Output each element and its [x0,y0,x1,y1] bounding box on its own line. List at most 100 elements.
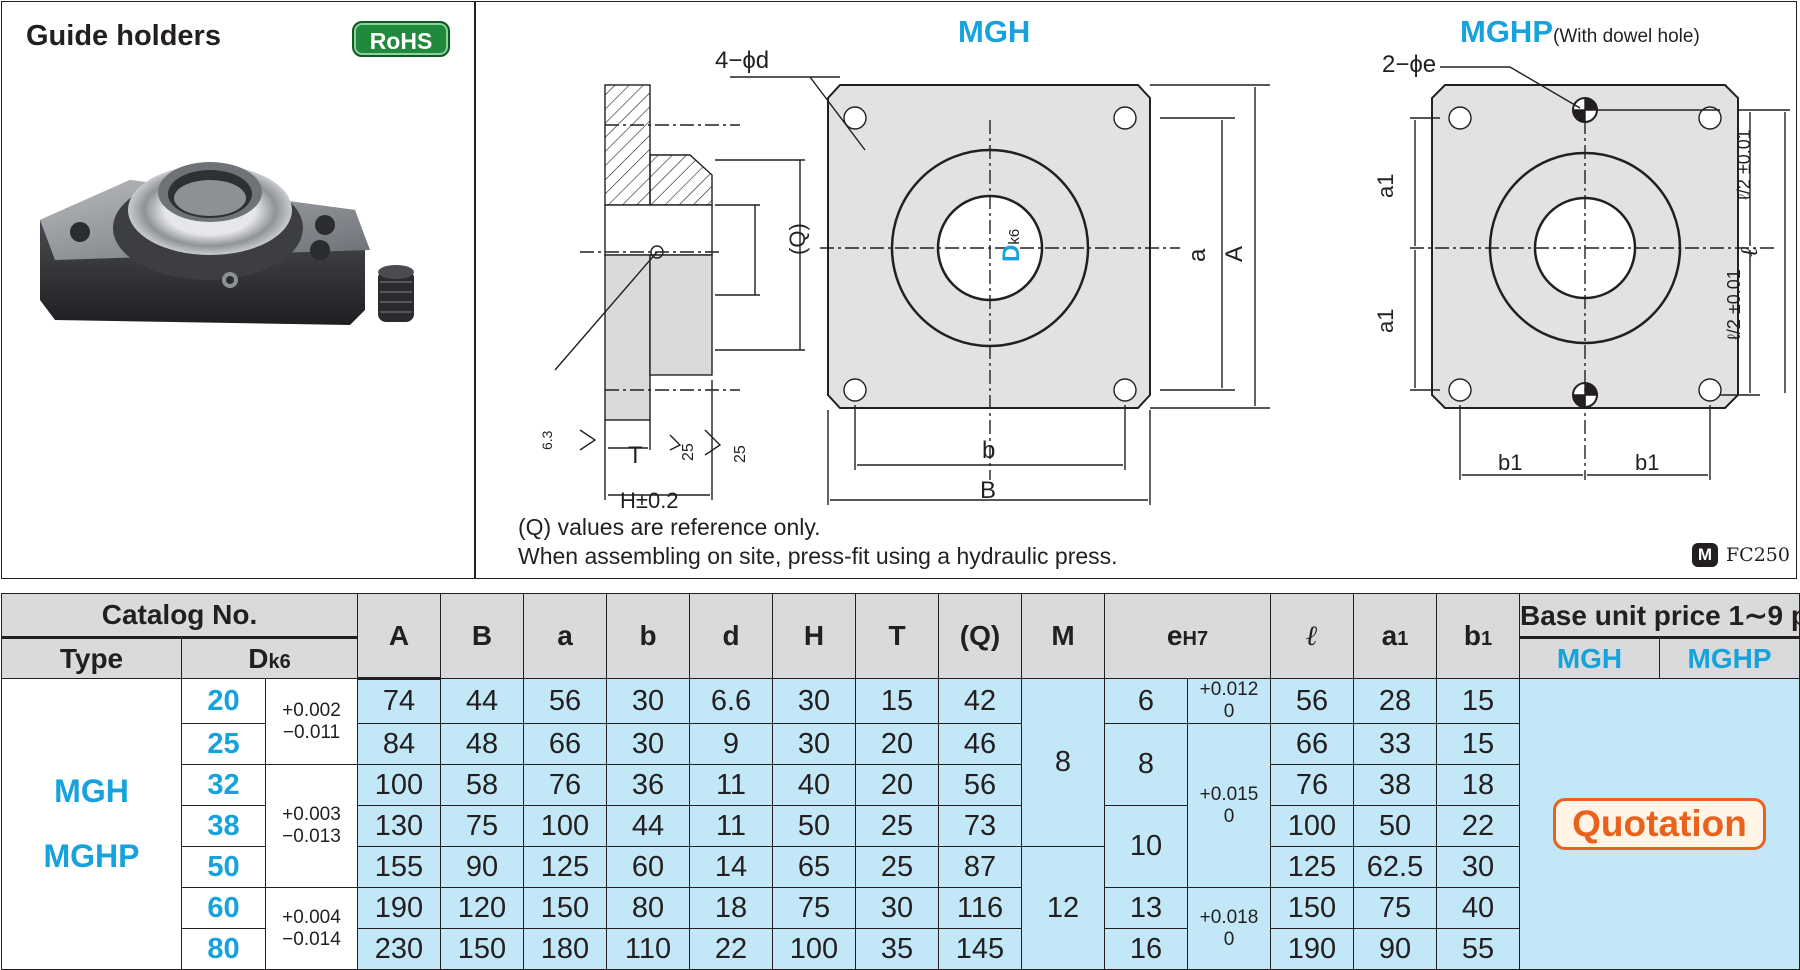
type-mgh: MGH [54,773,129,809]
size-D: 32 [181,764,266,806]
cell-a: 76 [523,764,607,806]
cell-B: 120 [440,887,524,929]
cell-e: 8 [1104,723,1188,806]
svg-text:6.3: 6.3 [539,430,555,450]
cell-b: 110 [606,928,690,970]
spec-panel-frame [1,1,1797,579]
svg-text:4−ϕd: 4−ϕd [715,47,769,74]
cell-a1: 62.5 [1353,846,1437,888]
cell-b: 30 [606,678,690,724]
cell-b1: 30 [1436,846,1520,888]
page-title: Guide holders [26,20,221,52]
cell-Q: 42 [938,678,1022,724]
header-d: d [689,593,773,679]
header-a: a [523,593,607,679]
cell-l: 150 [1270,887,1354,929]
material-name: FC250 [1726,544,1790,566]
cell-H: 30 [772,723,856,765]
cell-a: 56 [523,678,607,724]
product-photo [40,162,414,325]
svg-text:25: 25 [732,445,749,463]
cell-B: 58 [440,764,524,806]
quotation-button[interactable]: Quotation [1553,798,1766,850]
cell-b1: 15 [1436,723,1520,765]
cell-a: 180 [523,928,607,970]
material-badge: M [1692,543,1718,567]
svg-text:ℓ/2 ±0.01: ℓ/2 ±0.01 [1724,269,1744,340]
header-Q: (Q) [938,593,1022,679]
cell-a: 100 [523,805,607,847]
cell-A: 130 [357,805,441,847]
cell-e: 13 [1104,887,1188,929]
cell-l: 100 [1270,805,1354,847]
d-tolerance: +0.002−0.011 [265,678,358,765]
d-tolerance: +0.003−0.013 [265,764,358,888]
cell-B: 90 [440,846,524,888]
cell-b: 44 [606,805,690,847]
svg-text:b1: b1 [1498,450,1522,475]
cell-d: 22 [689,928,773,970]
svg-text:ℓ: ℓ [1735,247,1763,257]
header-b1: b1 [1436,593,1520,679]
header-H: H [772,593,856,679]
header-dk6: Dk6 [181,637,358,679]
cell-b: 60 [606,846,690,888]
size-D: 80 [181,928,266,970]
panel-divider [474,1,476,579]
cell-H: 50 [772,805,856,847]
header-M: M [1021,593,1105,679]
cell-A: 155 [357,846,441,888]
cell-b1: 55 [1436,928,1520,970]
cell-H: 30 [772,678,856,724]
cell-b: 80 [606,887,690,929]
cell-b1: 15 [1436,678,1520,724]
svg-text:MGHP(With dowel hole): MGHP(With dowel hole) [1460,14,1700,49]
cell-T: 20 [855,764,939,806]
cell-e: 6 [1104,678,1188,724]
svg-text:T: T [628,442,643,469]
size-D: 25 [181,723,266,765]
table-row: 80 230 150 180 110 22 100 35 145 16 190 … [2,928,1800,970]
cell-b1: 22 [1436,805,1520,847]
cell-B: 150 [440,928,524,970]
header-price-mgh: MGH [1519,637,1660,679]
cell-a1: 33 [1353,723,1437,765]
cell-T: 25 [855,846,939,888]
cell-b: 30 [606,723,690,765]
table-row: 60 +0.004−0.014 190 120 150 80 18 75 30 … [2,887,1800,970]
cell-A: 100 [357,764,441,806]
cell-l: 66 [1270,723,1354,765]
assembly-note: When assembling on site, press-fit using… [518,543,1118,569]
cell-d: 6.6 [689,678,773,724]
header-eH7: eH7 [1104,593,1271,679]
table-row: MGH MGHP 20 +0.002−0.011 74 44 56 30 6.6… [1,678,1800,970]
price-cell: Quotation [1518,678,1800,970]
size-D: 50 [181,846,266,888]
svg-text:b: b [982,437,995,464]
cell-b1: 18 [1436,764,1520,806]
svg-text:H±0.2: H±0.2 [620,488,679,513]
header-b: b [606,593,690,679]
svg-text:2−ϕe: 2−ϕe [1382,51,1436,78]
cell-H: 40 [772,764,856,806]
size-D: 60 [181,887,266,929]
cell-M: 12 [1021,846,1105,970]
header-price-mghp: MGHP [1658,637,1800,679]
cell-a1: 90 [1353,928,1437,970]
cell-a1: 50 [1353,805,1437,847]
cell-l: 190 [1270,928,1354,970]
header-B: B [440,593,524,679]
cell-T: 25 [855,805,939,847]
type-mghp: MGHP [43,838,140,874]
cell-l: 56 [1270,678,1354,724]
cell-A: 74 [357,678,441,724]
cell-a1: 28 [1353,678,1437,724]
technical-drawing: M T H±0.2 6.3 25 25 (Q) 4−ϕd a A b B a1 … [539,14,1790,513]
cell-d: 11 [689,805,773,847]
cell-T: 20 [855,723,939,765]
material-label: M FC250 [1692,543,1790,567]
svg-text:A: A [1221,246,1248,262]
